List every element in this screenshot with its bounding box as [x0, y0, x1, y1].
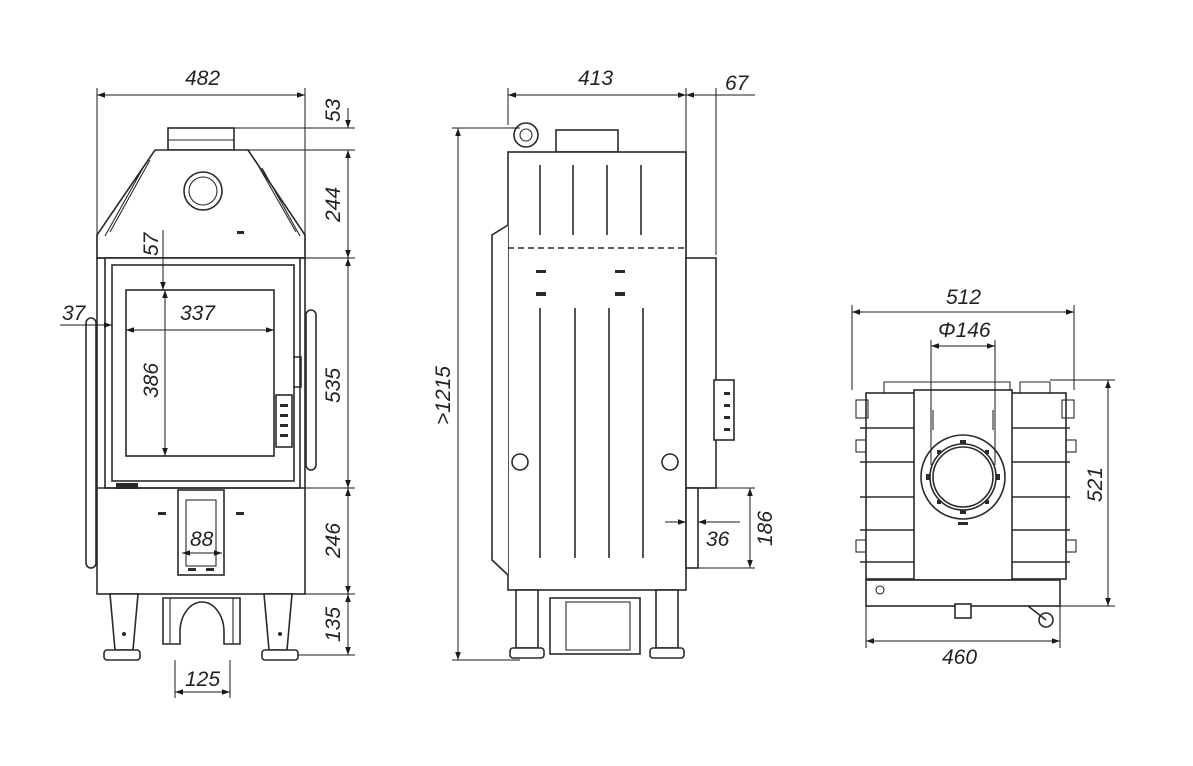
side-view [491, 122, 735, 659]
dim-front-hood: 244 [322, 187, 345, 223]
dim-top-width: 512 [946, 286, 981, 309]
front-dimensions: 482 53 244 535 246 135 57 37 337 386 88 [60, 67, 355, 698]
dim-glass-width: 337 [180, 302, 216, 325]
dim-vent-height: 186 [754, 511, 777, 546]
dim-front-door: 535 [322, 368, 345, 403]
dim-base-width: 460 [942, 646, 977, 669]
front-air-control [275, 394, 293, 448]
dim-glass-height: 386 [140, 363, 163, 398]
side-lifting-lug [513, 122, 539, 148]
top-dimensions: 512 Φ146 521 460 [851, 286, 1115, 669]
dim-glass-top: 57 [140, 231, 163, 256]
side-flue-collar [555, 129, 619, 153]
top-base-plate [865, 579, 1061, 607]
dim-top-depth: 521 [1084, 467, 1107, 502]
side-body [507, 151, 687, 591]
dim-front-legs: 135 [322, 607, 345, 642]
side-inlet-box [549, 597, 641, 655]
dim-inlet-width: 125 [185, 668, 220, 691]
dim-air-inlet: 88 [190, 528, 214, 551]
front-flue-collar [167, 127, 235, 151]
front-door [104, 257, 301, 489]
dim-side-depth: 413 [578, 67, 613, 90]
front-glass [125, 289, 275, 457]
dim-total-height: >1215 [432, 366, 455, 425]
dim-vent-depth: 36 [706, 528, 730, 551]
front-inlet-duct [162, 597, 241, 645]
dim-front-collar: 53 [322, 98, 345, 122]
front-flue-opening [183, 171, 223, 211]
dim-front-base: 246 [322, 523, 345, 559]
front-view [85, 127, 317, 661]
top-view [855, 381, 1077, 628]
dim-side-offset: 37 [62, 302, 87, 325]
front-leg-left [109, 593, 139, 651]
side-door-edge [685, 257, 717, 489]
dim-handle-depth: 67 [725, 72, 750, 95]
front-leg-right [263, 593, 293, 651]
side-dimensions: 413 67 >1215 186 36 [432, 67, 777, 661]
dim-front-width: 482 [185, 67, 220, 90]
dim-flue-diameter: Φ146 [938, 319, 991, 342]
